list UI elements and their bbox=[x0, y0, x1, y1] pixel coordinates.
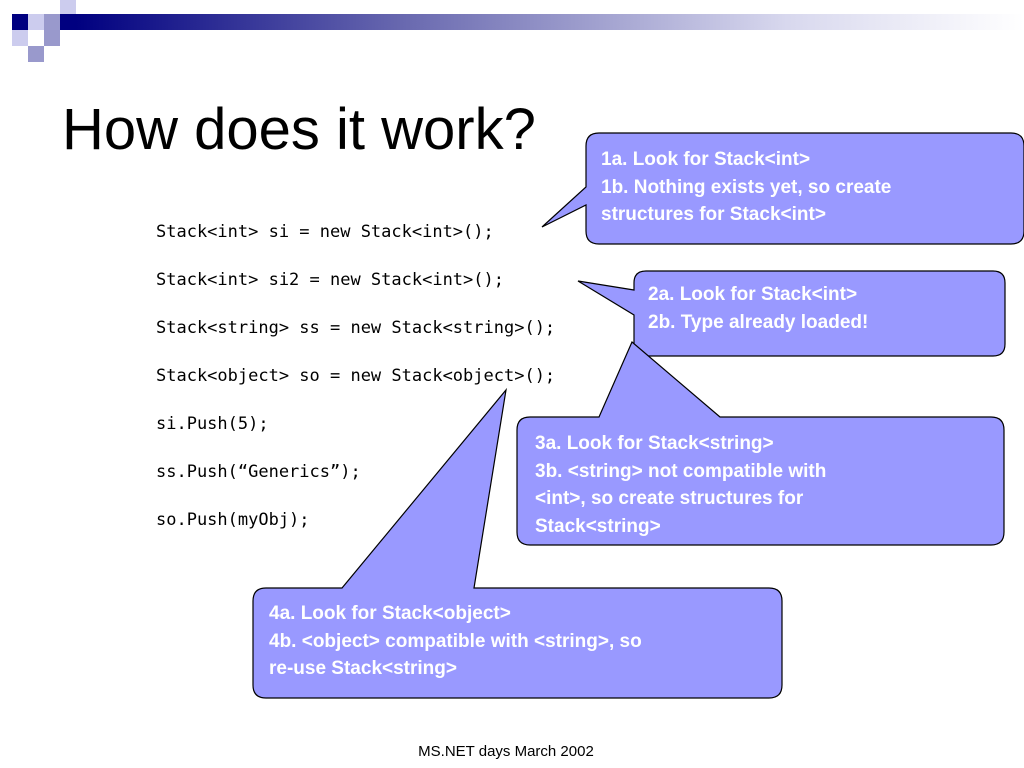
code-line: ss.Push(“Generics”); bbox=[156, 462, 361, 482]
decor-square-mid bbox=[44, 14, 60, 30]
callout-line: re-use Stack<string> bbox=[269, 658, 457, 679]
code-line: Stack<string> ss = new Stack<string>(); bbox=[156, 318, 556, 338]
callout-line: 4b. <object> compatible with <string>, s… bbox=[269, 630, 642, 652]
slide-footer: MS.NET days March 2002 bbox=[0, 743, 1024, 760]
code-line: Stack<int> si2 = new Stack<int>(); bbox=[156, 270, 504, 290]
code-line: Stack<int> si = new Stack<int>(); bbox=[156, 222, 494, 242]
footer-text: MS.NET days March 2002 bbox=[418, 743, 594, 760]
callout-1-text: 1a. Look for Stack<int> 1b. Nothing exis… bbox=[601, 146, 891, 229]
callout-4-shape bbox=[252, 387, 783, 699]
callout-line: 4a. Look for Stack<object> bbox=[269, 603, 511, 624]
callout-line: 2b. Type already loaded! bbox=[648, 311, 869, 333]
callout-line: 2a. Look for Stack<int> bbox=[648, 284, 858, 305]
callout-line: <int>, so create structures for bbox=[535, 488, 804, 509]
code-block: Stack<int> si = new Stack<int>(); Stack<… bbox=[156, 220, 555, 556]
slide-title: How does it work? bbox=[62, 97, 536, 162]
code-line: si.Push(5); bbox=[156, 414, 269, 434]
callout-line: 3a. Look for Stack<string> bbox=[535, 433, 774, 454]
decor-square-light bbox=[60, 0, 76, 14]
decor-square-mid bbox=[28, 46, 44, 62]
callout-1-shape bbox=[541, 132, 1024, 245]
code-line: Stack<object> so = new Stack<object>(); bbox=[156, 366, 556, 386]
decor-square-navy bbox=[12, 14, 28, 30]
code-line: so.Push(myObj); bbox=[156, 510, 310, 530]
decor-square-mid bbox=[44, 30, 60, 46]
callout-3-shape bbox=[516, 341, 1005, 546]
decor-square-light bbox=[28, 14, 44, 30]
callout-line: 1b. Nothing exists yet, so create bbox=[601, 176, 892, 198]
callout-line: Stack<string> bbox=[535, 515, 661, 537]
callout-line: 3b. <string> not compatible with bbox=[535, 460, 827, 482]
decor-square-navy bbox=[60, 14, 76, 30]
callout-4-text: 4a. Look for Stack<object> 4b. <object> … bbox=[269, 600, 642, 683]
callout-3-text: 3a. Look for Stack<string> 3b. <string> … bbox=[535, 430, 826, 540]
callout-line: structures for Stack<int> bbox=[601, 204, 826, 225]
decor-square-light bbox=[12, 30, 28, 46]
callout-line: 1a. Look for Stack<int> bbox=[601, 149, 811, 170]
callout-2-text: 2a. Look for Stack<int> 2b. Type already… bbox=[648, 281, 868, 336]
header-gradient-bar bbox=[76, 14, 1024, 30]
